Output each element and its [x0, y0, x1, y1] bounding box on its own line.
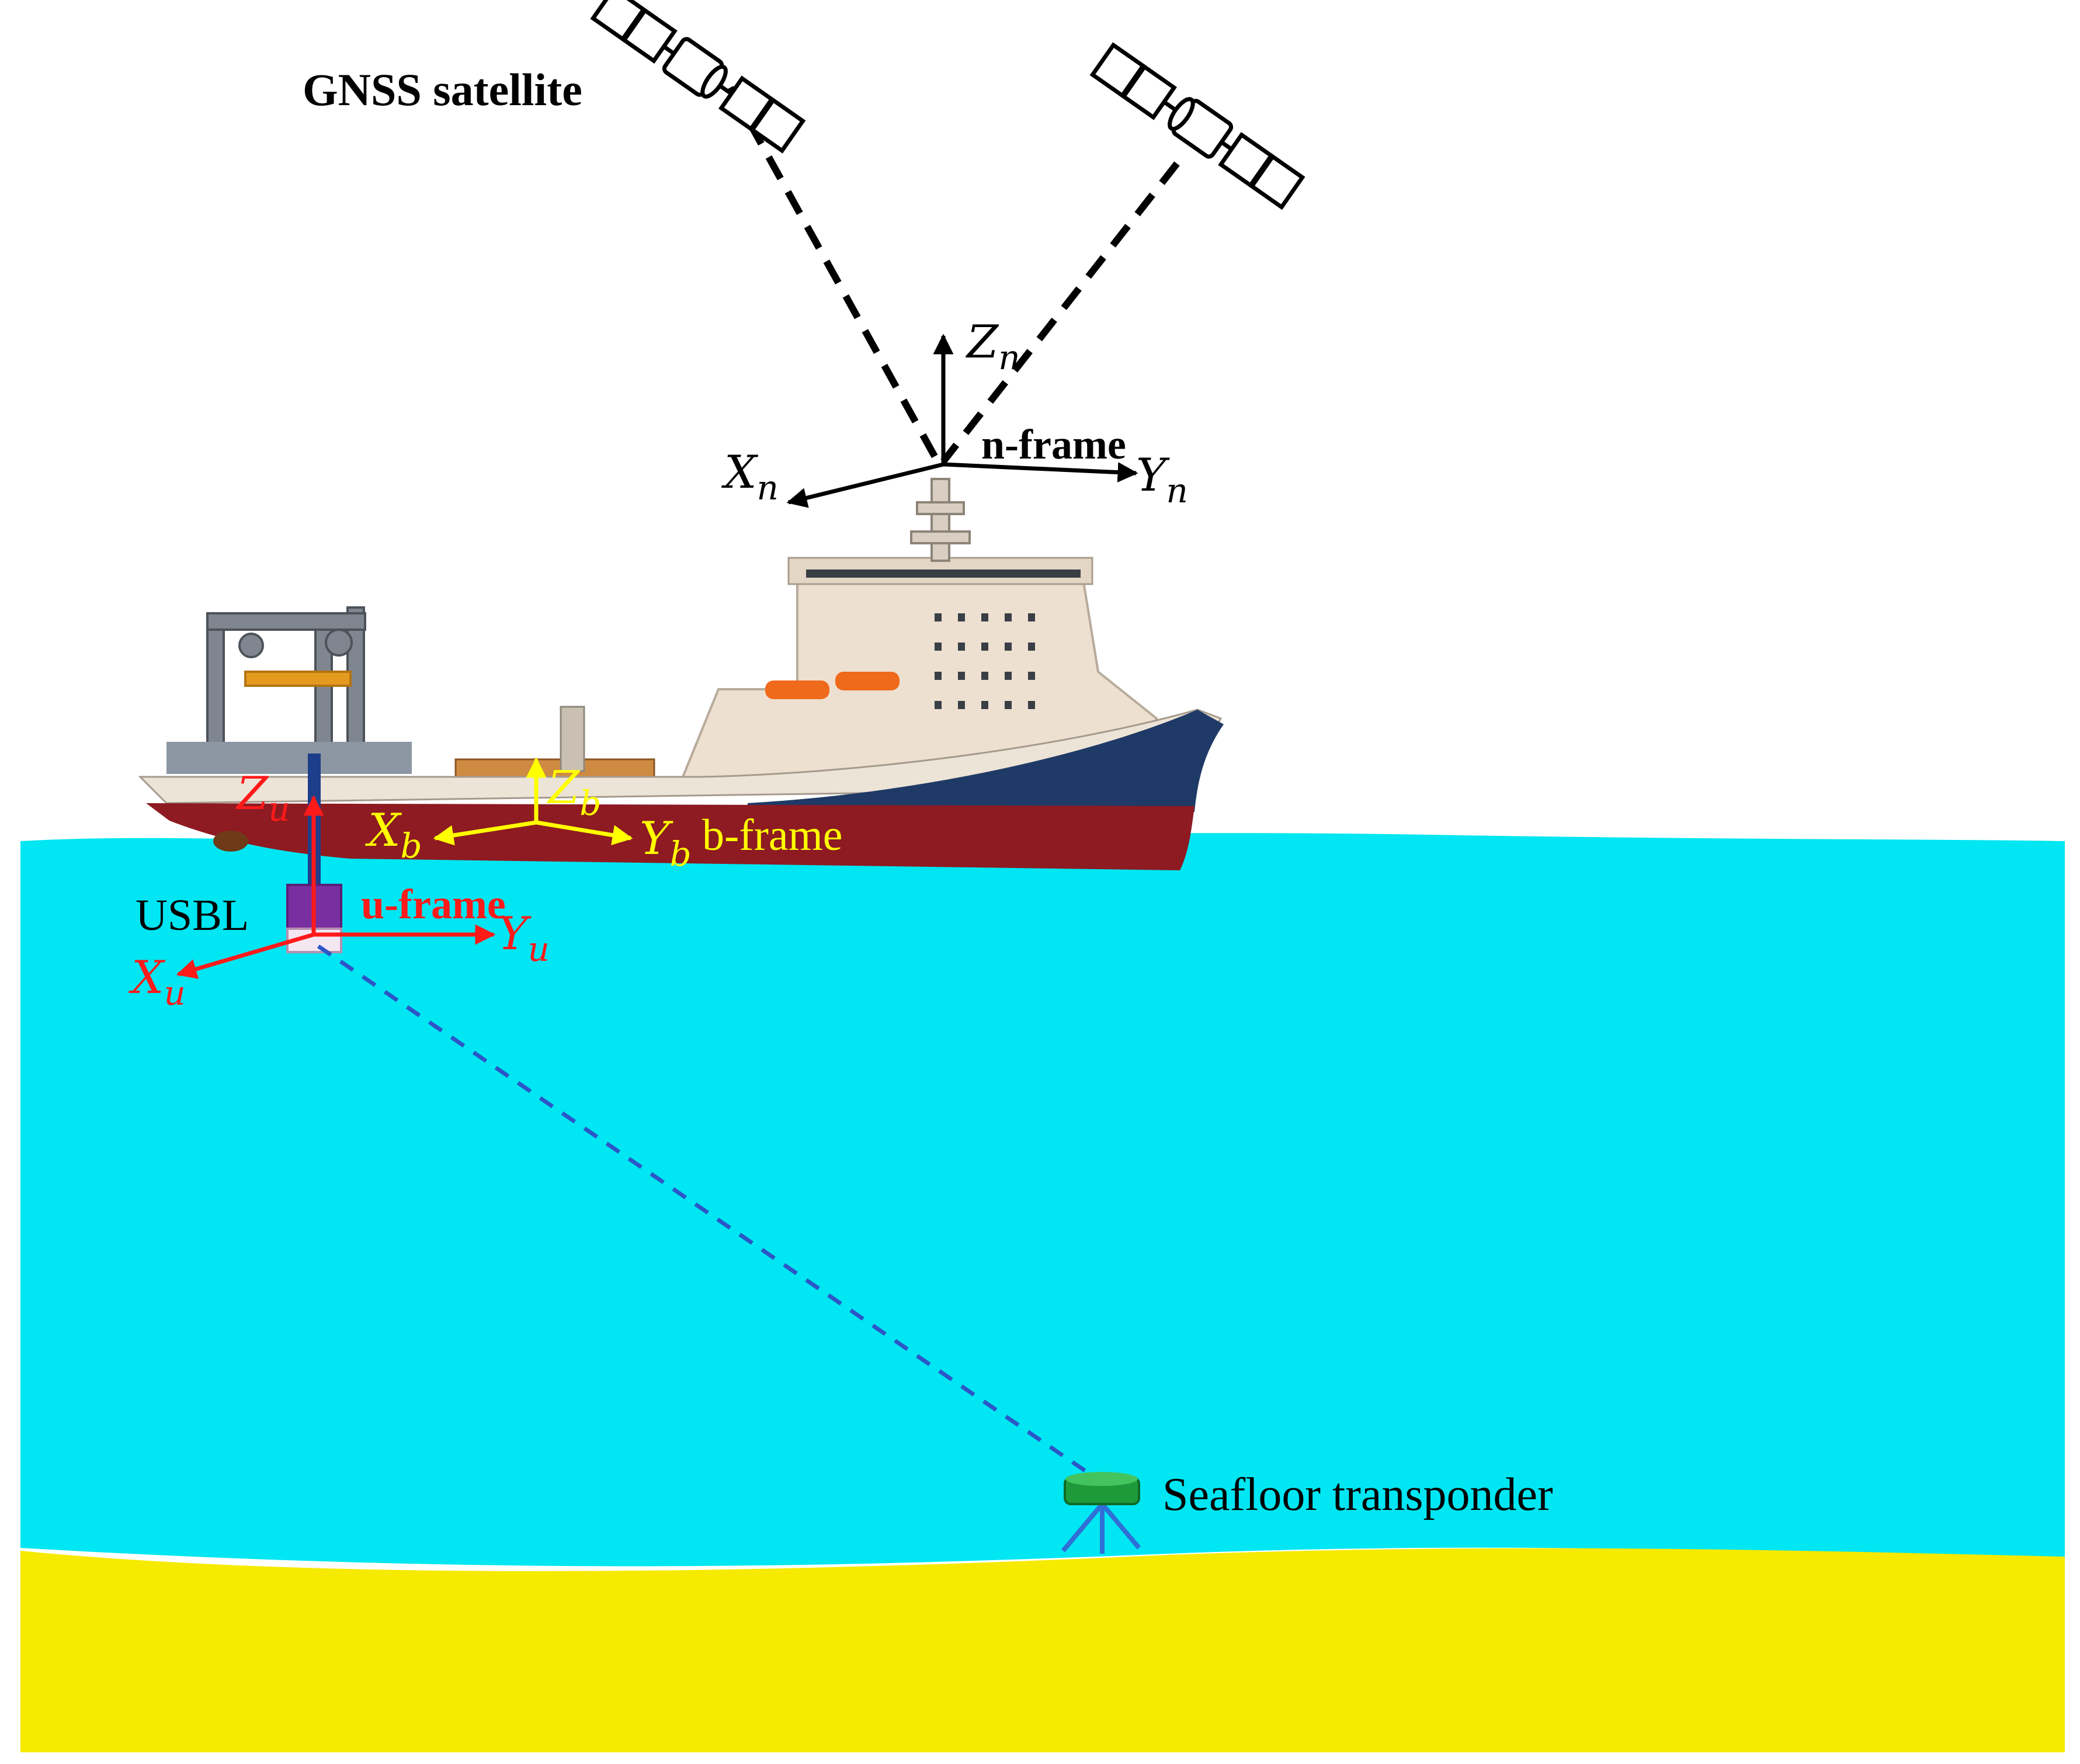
b-frame-y-axis [536, 820, 633, 846]
seabed [20, 1548, 2065, 1752]
hull-red [146, 803, 1194, 870]
b-frame-label: b-frame [702, 811, 843, 860]
b-frame-y-label: Yb [640, 812, 692, 874]
ship-mast [910, 478, 971, 562]
u-frame-y-label: Yu [498, 908, 550, 969]
lifeboat [765, 680, 829, 699]
mid-crane [560, 706, 585, 772]
usbl-label: USBL [136, 891, 249, 940]
satellite-icon [1089, 42, 1305, 210]
n-frame-x-label: Xn [721, 446, 779, 508]
n-frame-y-axis [943, 462, 1138, 483]
u-frame-label: u-frame [361, 881, 506, 928]
u-frame-x-label: Xu [128, 952, 186, 1013]
water-body [20, 833, 2065, 1567]
satellite-signal-lines [727, 86, 1180, 464]
gantry-crane [206, 606, 366, 758]
n-frame-y-label: Yn [1136, 449, 1188, 511]
b-frame-x-axis [433, 820, 537, 846]
propeller [213, 831, 248, 852]
b-frame-z-label: Zb [546, 762, 601, 823]
bridge-windows [806, 570, 1081, 709]
gnss-satellite-label: GNSS satellite [303, 64, 582, 115]
n-frame-x-axis [786, 462, 944, 508]
b-frame-x-label: Xb [364, 804, 422, 866]
n-frame-axes [786, 334, 1138, 508]
lifeboat [835, 672, 900, 690]
b-frame-axes [433, 757, 633, 846]
u-frame-x-axis [176, 932, 314, 979]
ship-icon [138, 478, 1224, 870]
n-frame-z-label: Zn [965, 316, 1020, 377]
seafloor-transponder-label: Seafloor transponder [1162, 1469, 1553, 1520]
transponder-icon [1061, 1472, 1141, 1554]
u-frame-z-label: Zu [235, 768, 290, 829]
u-frame-axes [176, 795, 496, 979]
aft-deck [166, 742, 412, 774]
hull-blue [748, 710, 1224, 818]
n-frame-label: n-frame [981, 421, 1126, 468]
satellite-icon [590, 0, 806, 154]
acoustic-link [317, 944, 1105, 1485]
